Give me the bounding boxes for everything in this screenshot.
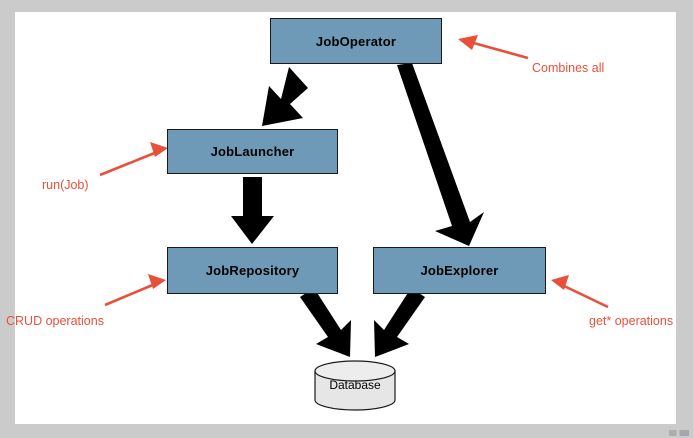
- node-jobexplorer[interactable]: JobExplorer: [373, 247, 546, 294]
- annotation-run-job: run(Job): [42, 178, 89, 192]
- node-jobrepository[interactable]: JobRepository: [167, 247, 338, 294]
- node-jobrepository-label: JobRepository: [205, 263, 300, 278]
- node-jobexplorer-label: JobExplorer: [420, 263, 499, 278]
- node-database-label: Database: [329, 378, 381, 392]
- node-joblauncher-label: JobLauncher: [210, 144, 295, 159]
- annotation-crud-operations: CRUD operations: [6, 314, 104, 328]
- annotation-combines-all: Combines all: [532, 61, 605, 75]
- corner-artifact: [669, 430, 689, 436]
- node-joboperator-label: JobOperator: [315, 33, 397, 49]
- annotation-get-operations: get* operations: [589, 314, 674, 328]
- node-joboperator[interactable]: JobOperator: [270, 18, 442, 64]
- node-joblauncher[interactable]: JobLauncher: [167, 129, 338, 174]
